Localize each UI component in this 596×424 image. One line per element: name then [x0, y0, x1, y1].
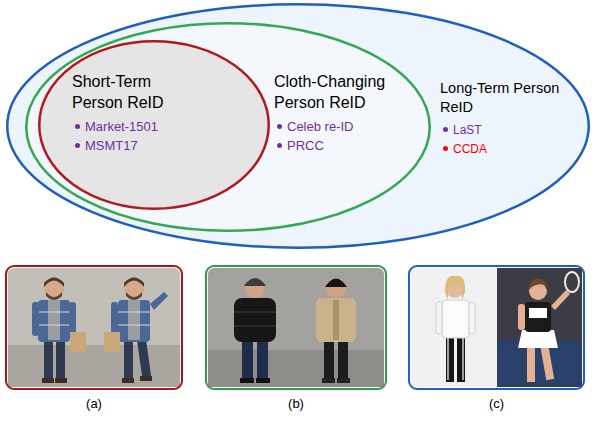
example-frame: (c) — [408, 265, 585, 390]
region-heading: Long-Term Person ReID — [440, 79, 572, 117]
long-term-region: Long-Term Person ReID LaST CCDA Cloth-Chang… — [6, 3, 590, 249]
bullet-dot — [277, 124, 282, 129]
category-title: Cloth-Changing Person ReID — [274, 73, 385, 111]
example-frame: (a) — [5, 265, 183, 390]
dataset-item: Celeb re-ID — [274, 117, 414, 136]
dataset-name: MSMT17 — [85, 138, 138, 153]
bullet-dot — [443, 127, 448, 132]
region-text: Short-Term Person ReID Market-1501MSMT17 — [72, 72, 192, 155]
region-outline — [39, 41, 269, 209]
region-heading: Cloth-Changing Person ReID — [274, 72, 414, 114]
category-title: Short-Term Person ReID — [72, 73, 164, 111]
panel-label: (c) — [410, 396, 583, 411]
photo-c — [411, 268, 582, 387]
dataset-item: Market-1501 — [72, 117, 192, 136]
region-text: Cloth-Changing Person ReID Celeb re-ID PRC… — [274, 72, 414, 155]
bullet-dot — [277, 143, 282, 148]
bullet-dot — [75, 143, 80, 148]
category-title: Long-Term Person ReID — [440, 80, 559, 115]
dataset-name: Celeb re-ID — [287, 119, 353, 134]
dataset-item: PRCC — [274, 136, 414, 155]
cloth-changing-region: Cloth-Changing Person ReID Celeb re-ID PRC… — [25, 22, 431, 232]
region-text: Long-Term Person ReID LaST CCDA — [440, 79, 572, 157]
region-heading: Short-Term Person ReID — [72, 72, 192, 114]
photo-b — [208, 268, 384, 387]
panel-label: (a) — [7, 396, 181, 411]
region-outline — [26, 23, 430, 231]
dataset-name: Market-1501 — [85, 119, 158, 134]
short-term-region: Short-Term Person ReID Market-1501MSMT17 — [38, 40, 270, 210]
example-frame: (b) — [205, 265, 387, 390]
panel-label: (b) — [207, 396, 385, 411]
region-outline — [7, 4, 589, 248]
dataset-name: LaST — [453, 123, 482, 137]
dataset-item: LaST — [440, 120, 572, 138]
photo-a — [8, 268, 180, 387]
bullet-dot — [443, 146, 448, 151]
dataset-name: CCDA — [453, 142, 487, 156]
dataset-item: MSMT17 — [72, 136, 192, 155]
bullet-dot — [75, 124, 80, 129]
dataset-name: PRCC — [287, 138, 324, 153]
dataset-item: CCDA — [440, 139, 572, 157]
